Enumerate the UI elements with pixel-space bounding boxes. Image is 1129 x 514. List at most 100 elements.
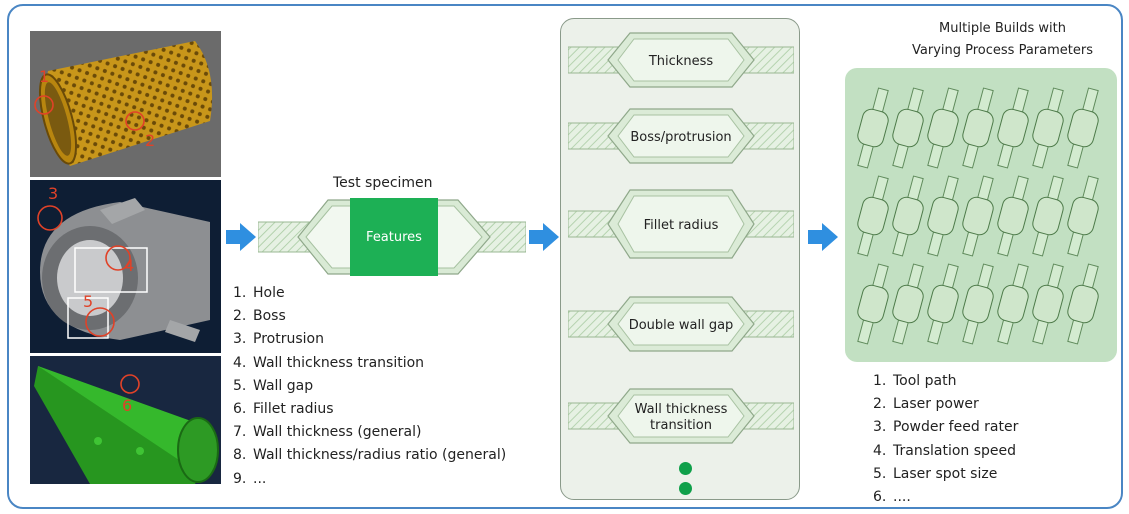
- parameter-item: 1. Tool path: [873, 370, 1018, 393]
- parameter-item-number: 3.: [873, 419, 887, 436]
- feature-variant-label: Thickness: [648, 54, 713, 69]
- parameter-item-number: 5.: [873, 465, 887, 482]
- marker-6: 6: [122, 396, 133, 415]
- feature-item-label: Boss: [253, 308, 286, 325]
- build-specimen: [962, 87, 994, 169]
- feature-variant-specimen: Boss/protrusion: [568, 108, 794, 164]
- specimen-features-label: Features: [366, 230, 422, 245]
- build-specimen: [997, 175, 1029, 257]
- feature-variant-label: Boss/protrusion: [630, 130, 731, 145]
- builds-title: Multiple Builds with Varying Process Par…: [912, 18, 1093, 62]
- feature-item-number: 1.: [233, 285, 247, 301]
- parameter-item: 5. Laser spot size: [873, 463, 1018, 486]
- build-specimen: [1032, 87, 1064, 169]
- feature-item: 1. Hole: [233, 282, 506, 305]
- multiple-builds-panel: [845, 68, 1117, 362]
- parameter-item: 6.....: [873, 486, 1018, 509]
- build-specimen: [857, 87, 889, 169]
- specimen-title: Test specimen: [333, 175, 433, 191]
- feature-variant-label: Fillet radius: [644, 218, 719, 233]
- feature-item: 4. Wall thickness transition: [233, 352, 506, 375]
- parameter-item-number: 1.: [873, 373, 887, 389]
- feature-item-label: Protrusion: [253, 331, 324, 348]
- feature-item-label: Wall thickness (general): [253, 424, 422, 441]
- feature-item-number: 4.: [233, 354, 247, 371]
- build-specimen: [962, 175, 994, 257]
- feature-variant-label: Wall thickness: [635, 402, 728, 417]
- feature-item: 9....: [233, 468, 506, 491]
- build-specimen: [927, 263, 959, 345]
- feature-item-label: ...: [253, 470, 267, 487]
- feature-item-number: 6.: [233, 400, 247, 417]
- arrow-right-icon: [529, 223, 559, 251]
- feature-item-label: Wall thickness transition: [253, 354, 425, 371]
- builds-title-line1: Multiple Builds with: [939, 21, 1066, 36]
- parameter-item-number: 4.: [873, 442, 887, 459]
- feature-item: 5. Wall gap: [233, 375, 506, 398]
- feature-item-label: Wall thickness/radius ratio (general): [253, 447, 507, 464]
- marker-1: 1: [39, 67, 50, 86]
- parameter-item-label: Powder feed rater: [893, 419, 1019, 436]
- build-specimen: [1067, 175, 1099, 257]
- parameter-item-label: Laser spot size: [893, 465, 998, 482]
- build-specimen: [892, 175, 924, 257]
- test-specimen: Features: [258, 198, 526, 276]
- feature-item-number: 7.: [233, 424, 247, 441]
- build-specimen: [892, 263, 924, 345]
- feature-item: 3. Protrusion: [233, 328, 506, 351]
- build-specimen: [927, 87, 959, 169]
- feature-variant-specimen: Double wall gap: [568, 296, 794, 352]
- feature-item-label: Fillet radius: [253, 400, 334, 417]
- feature-variant-label: Double wall gap: [629, 318, 734, 333]
- parameter-item: 2. Laser power: [873, 393, 1018, 416]
- feature-item-label: Wall gap: [253, 377, 314, 394]
- feature-variant-label: transition: [650, 418, 712, 433]
- build-specimen: [857, 175, 889, 257]
- parameter-item-number: 2.: [873, 396, 887, 413]
- feature-item-number: 3.: [233, 331, 247, 348]
- perforated-cylinder-photo: 1 2: [30, 31, 221, 177]
- parameter-item: 4. Translation speed: [873, 440, 1018, 463]
- feature-item: 6. Fillet radius: [233, 398, 506, 421]
- marker-3: 3: [48, 184, 59, 203]
- build-specimen: [962, 263, 994, 345]
- feature-item-number: 8.: [233, 447, 247, 464]
- parameter-item: 3. Powder feed rater: [873, 416, 1018, 439]
- continuation-dot: [679, 462, 692, 475]
- build-specimen: [857, 263, 889, 345]
- feature-item-number: 5.: [233, 377, 247, 394]
- build-specimen: [1032, 263, 1064, 345]
- marker-5: 5: [83, 292, 94, 311]
- feature-variant-specimen: Fillet radius: [568, 189, 794, 259]
- feature-item: 2. Boss: [233, 305, 506, 328]
- build-specimen: [892, 87, 924, 169]
- build-specimen: [1067, 263, 1099, 345]
- build-specimen: [1032, 175, 1064, 257]
- feature-item-number: 2.: [233, 308, 247, 325]
- arrow-right-icon: [808, 223, 838, 251]
- process-parameter-list: 1. Tool path 2. Laser power 3. Powder feed ra…: [873, 370, 1018, 509]
- arrow-right-icon: [226, 223, 256, 251]
- parameter-item-label: Laser power: [893, 396, 979, 413]
- feature-variant-specimen: Thickness: [568, 32, 794, 88]
- feature-item: 8. Wall thickness/radius ratio (general): [233, 444, 506, 467]
- marker-4: 4: [124, 256, 135, 275]
- marker-2: 2: [145, 131, 156, 150]
- parameter-item-label: Tool path: [893, 373, 957, 389]
- green-cone-photo: 6: [30, 356, 221, 484]
- build-specimen: [1067, 87, 1099, 169]
- feature-item: 7. Wall thickness (general): [233, 421, 506, 444]
- build-plate-specimens: [857, 87, 1099, 345]
- continuation-dot: [679, 482, 692, 495]
- build-specimen: [997, 87, 1029, 169]
- builds-title-line2: Varying Process Parameters: [912, 43, 1093, 58]
- feature-item-label: Hole: [253, 285, 285, 301]
- build-specimen: [997, 263, 1029, 345]
- parameter-item-label: Translation speed: [893, 442, 1017, 459]
- parameter-item-number: 6.: [873, 488, 887, 505]
- parameter-item-label: ....: [893, 488, 911, 505]
- build-specimen: [927, 175, 959, 257]
- feature-list: 1. Hole 2. Boss 3. Protrusion 4. Wall thickness…: [233, 282, 506, 491]
